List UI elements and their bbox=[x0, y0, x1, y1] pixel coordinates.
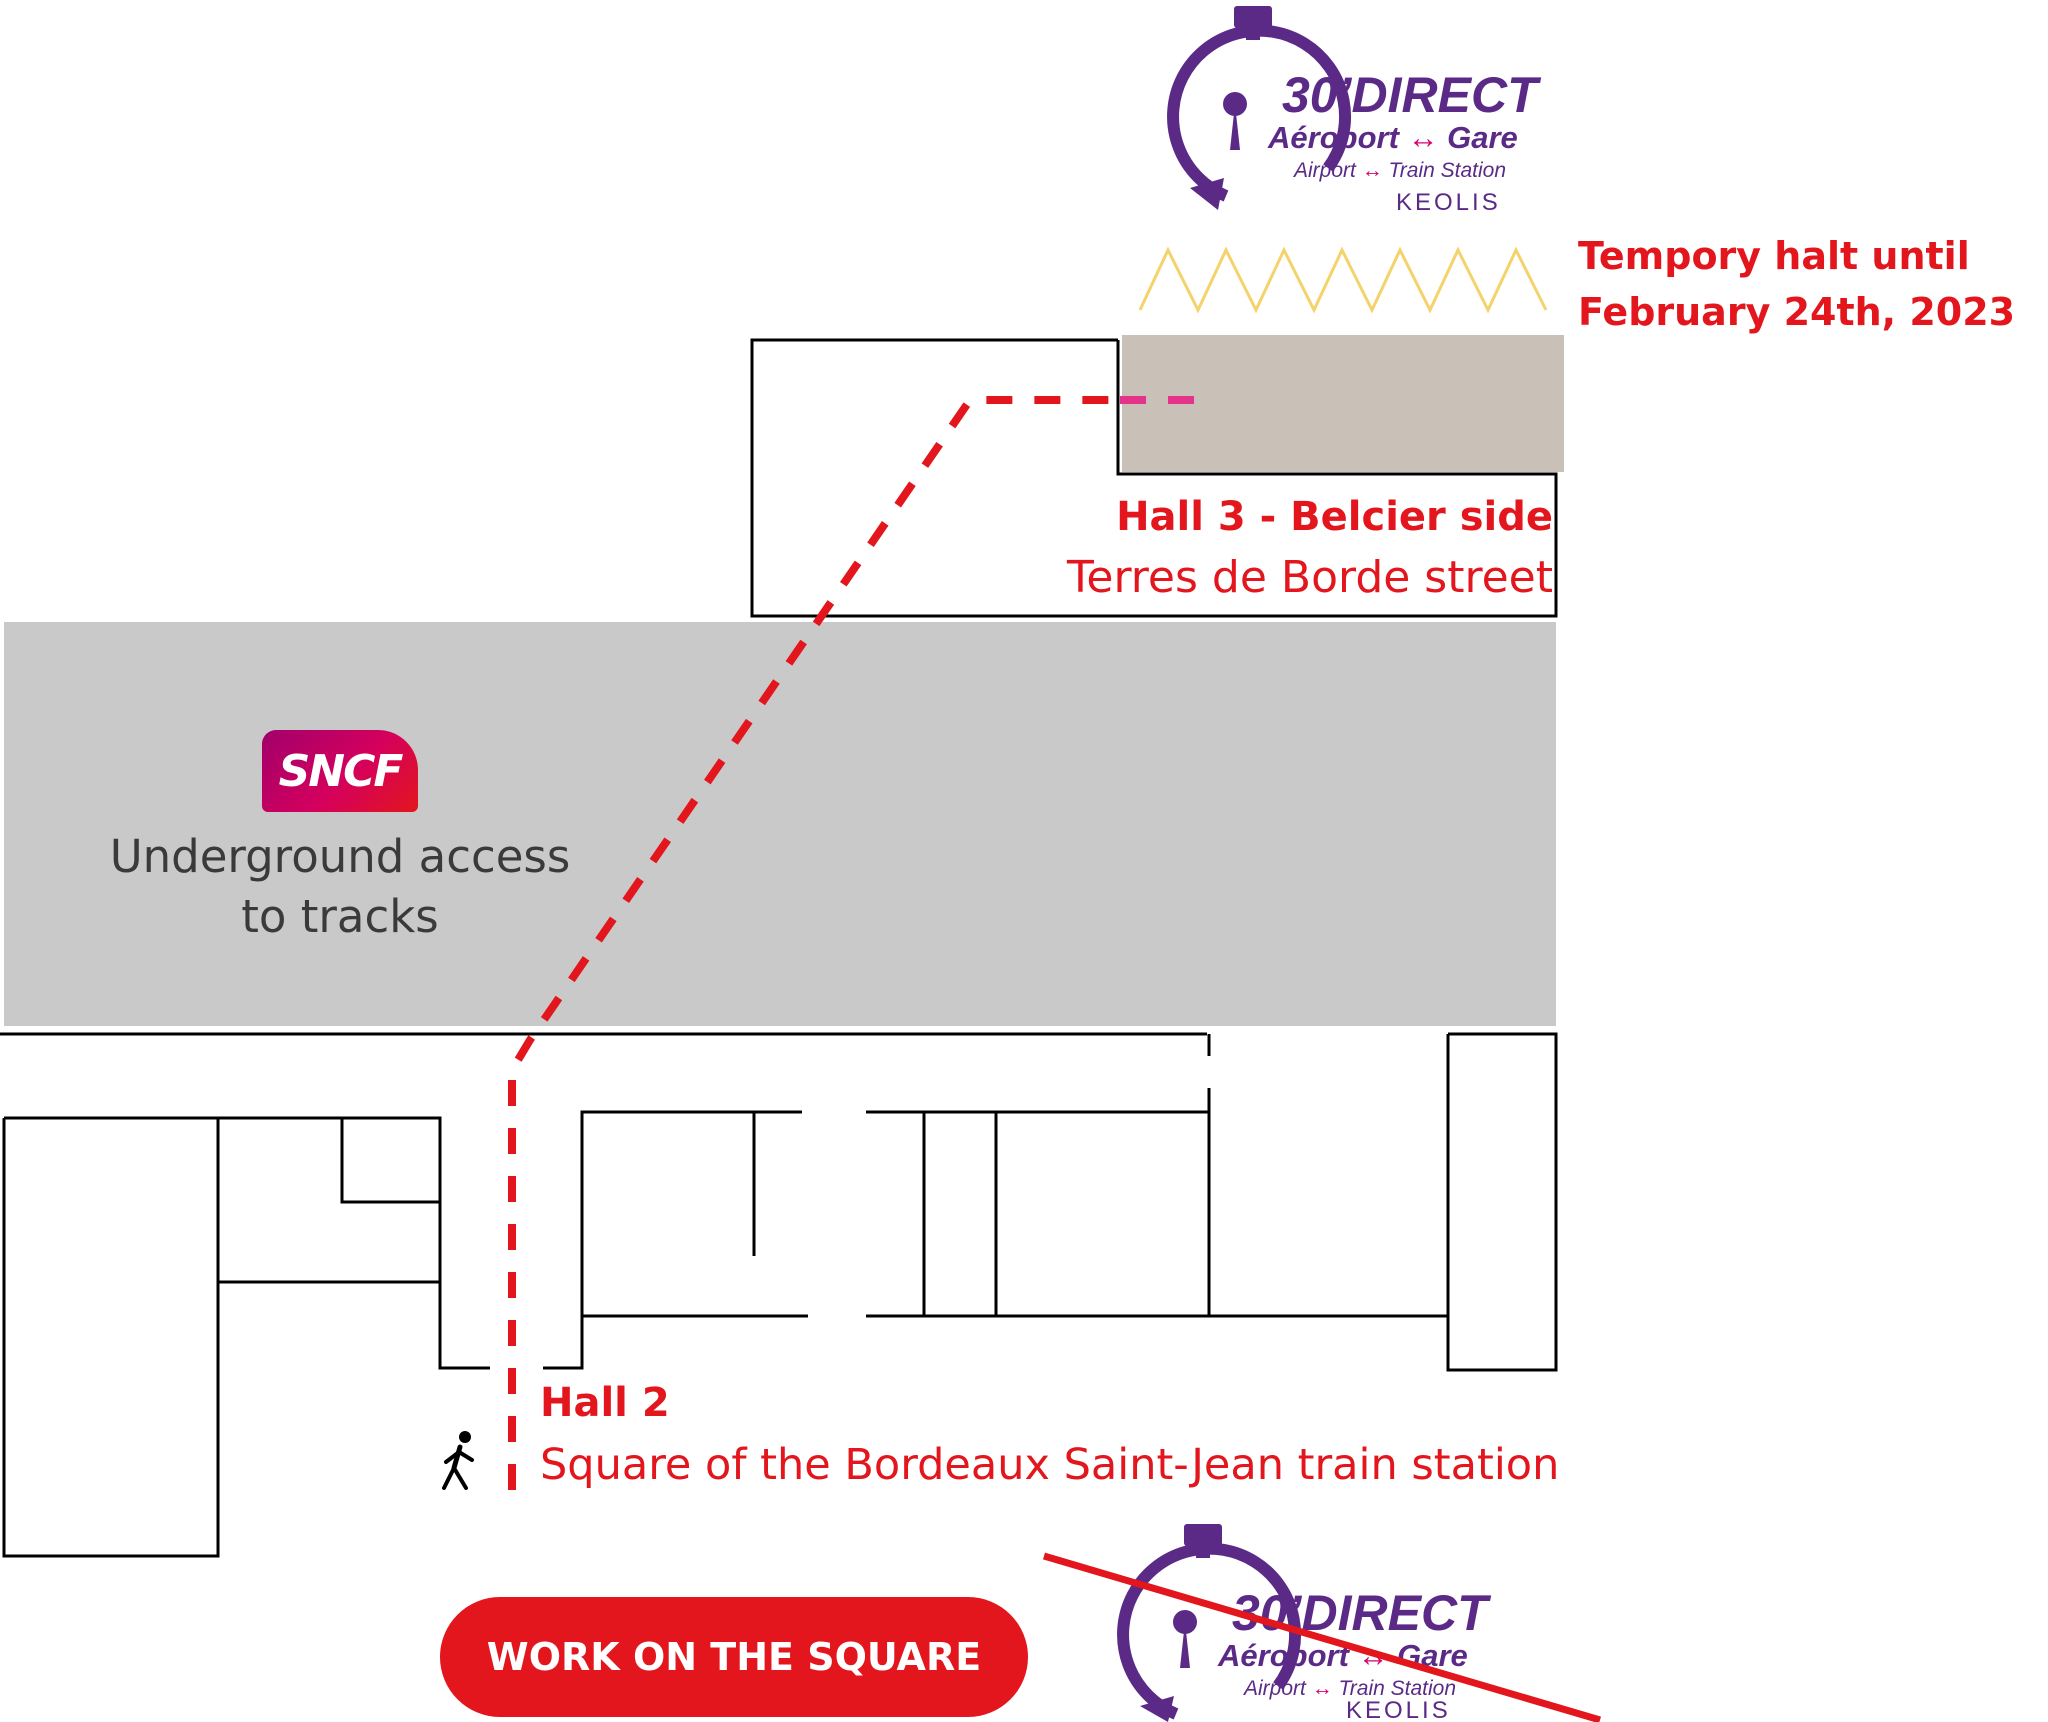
pedestrian-icon bbox=[442, 1431, 474, 1490]
cross-out-line bbox=[1043, 1552, 1601, 1722]
hall3-building bbox=[750, 338, 1558, 618]
hall3-title: Hall 3 - Belcier side bbox=[1116, 494, 1553, 540]
svg-text:Airport ↔ Train Station: Airport ↔ Train Station bbox=[1292, 159, 1506, 182]
stopwatch-icon bbox=[1234, 6, 1272, 28]
hall2-subtitle: Square of the Bordeaux Saint-Jean train … bbox=[540, 1440, 1560, 1490]
underground-tracks-area bbox=[4, 622, 1556, 1026]
underground-line2: to tracks bbox=[241, 890, 439, 943]
temporary-halt-zigzag bbox=[1138, 246, 1548, 314]
sncf-logo: SNCF bbox=[262, 730, 418, 812]
hall2-title: Hall 2 bbox=[540, 1380, 670, 1426]
temporary-stop-area bbox=[1122, 335, 1564, 472]
operator-name: KEOLIS bbox=[1396, 189, 1501, 216]
halt-notice-line2: February 24th, 2023 bbox=[1578, 290, 2016, 334]
halt-notice-line1: Tempory halt until bbox=[1578, 234, 1970, 278]
underground-line1: Underground access bbox=[109, 830, 571, 883]
walking-route bbox=[508, 396, 1120, 1490]
svg-text:Aéroport ↔ Gare: Aéroport ↔ Gare bbox=[1267, 120, 1518, 155]
svg-text:Aéroport ↔ Gare: Aéroport ↔ Gare bbox=[1217, 1638, 1468, 1673]
svg-text:30’DIRECT: 30’DIRECT bbox=[1232, 1585, 1492, 1641]
svg-text:Airport ↔ Train Station: Airport ↔ Train Station bbox=[1242, 1677, 1456, 1700]
temporary-halt-notice: Tempory halt until February 24th, 2023 bbox=[1578, 228, 2015, 340]
hall2-buildings bbox=[0, 1032, 1558, 1558]
work-on-square-button[interactable]: WORK ON THE SQUARE bbox=[440, 1597, 1028, 1717]
shuttle-logo-bottom: 30’DIRECT Aéroport ↔ Gare Airport ↔ Trai… bbox=[1043, 1524, 1601, 1722]
shuttle-logo-top: 30’DIRECT Aéroport ↔ Gare Airport ↔ Trai… bbox=[1167, 6, 1542, 216]
shuttle-brand: 30’DIRECT bbox=[1282, 67, 1542, 123]
underground-access-label: Underground access to tracks bbox=[90, 827, 590, 947]
svg-text:KEOLIS: KEOLIS bbox=[1346, 1697, 1451, 1722]
hall3-subtitle: Terres de Borde street bbox=[1067, 552, 1553, 603]
